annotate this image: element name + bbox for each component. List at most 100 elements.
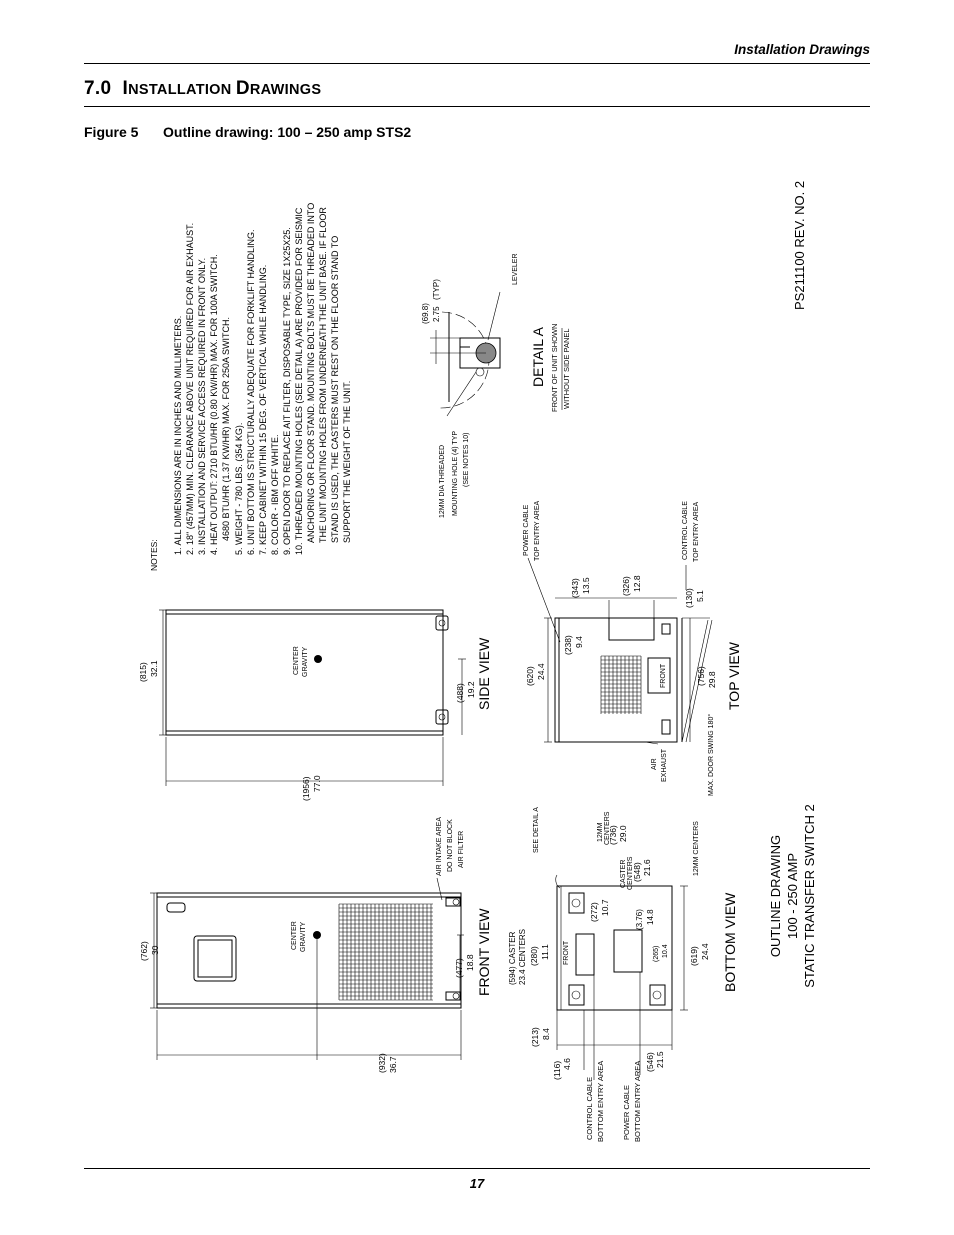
side-view-cabinet	[165, 609, 444, 736]
dim-4-6: 4.6	[562, 1058, 572, 1070]
control-cable-top-1: CONTROL CABLE	[682, 501, 689, 560]
bottom-caster-2	[568, 984, 585, 1006]
power-cable-bottom-1: POWER CABLE	[622, 1085, 631, 1140]
section-number: 7.0	[84, 78, 112, 99]
dim-12-8: 12.8	[632, 575, 642, 592]
power-cable-bottom-2: BOTTOM ENTRY AREA	[633, 1061, 642, 1142]
title-block-line-2: 100 - 250 AMP	[785, 853, 800, 939]
note-line: 3. INSTALLATION AND SERVICE ACCESS REQUI…	[197, 258, 207, 555]
note-line: THE UNIT MOUNTING HOLES FROM UNDERNEATH …	[318, 207, 328, 543]
note-line: 4680 BTU/HR (1.37 KW/HR) MAX. FOR 250A S…	[221, 317, 231, 541]
note-line: 4. HEAT OUTPUT: 2710 BTU/HR (0.80 KW/HR)…	[209, 254, 219, 555]
side-view	[159, 609, 466, 786]
side-view-center-of-gravity	[314, 655, 322, 663]
front-view	[150, 892, 464, 1060]
bottom-view-outline	[556, 885, 673, 1011]
air-intake-label-3: AIR FILTER	[458, 831, 465, 868]
detail-a-label: DETAIL A	[530, 326, 546, 387]
air-intake-label-2: DO NOT BLOCK	[447, 819, 454, 872]
figure-title: Outline drawing: 100 – 250 amp STS2	[163, 124, 412, 140]
dim-130: (130)	[684, 588, 694, 608]
front-view-handle	[166, 902, 186, 913]
leveler-label: LEVELER	[512, 253, 519, 285]
note-line: 8. COLOR - IBM OFF WHITE.	[270, 434, 280, 555]
note-line: 6. UNIT BOTTOM IS STRUCTURALLY ADEQUATE …	[246, 229, 256, 555]
top-front-panel	[647, 657, 671, 694]
dim-238: (238)	[563, 635, 573, 655]
title-block-line-1: OUTLINE DRAWING	[768, 835, 783, 957]
dim-13-5: 13.5	[581, 577, 591, 594]
dim-343: (343)	[570, 578, 580, 598]
page-number: 17	[469, 1176, 485, 1191]
bottom-view	[555, 874, 688, 1080]
dim-30: 30	[150, 945, 160, 955]
note-line: ANCHORING OR FLOOR STAND. MOUNTING BOLTS…	[306, 203, 316, 543]
dim-9-4: 9.4	[574, 636, 584, 648]
bottom-power-cable-area	[613, 929, 643, 973]
detail-a	[430, 291, 501, 417]
detail-a-sub-2: WITHOUT SIDE PANEL	[562, 328, 571, 409]
note-line: 5. WEIGHT - 780 LBS. (354 KG).	[234, 423, 244, 555]
dim-5-1: 5.1	[695, 590, 705, 602]
dim-69-8: (69.8)	[421, 303, 430, 324]
bottom-caster-1	[568, 892, 585, 914]
top-view	[544, 597, 713, 743]
bottom-front-label: FRONT	[563, 940, 570, 965]
detail-typ: (TYP)	[432, 279, 441, 300]
side-cg-label-2: GRAVITY	[302, 646, 309, 677]
caster-centers-594: (594) CASTER	[508, 931, 517, 985]
side-cg-label-1: CENTER	[293, 646, 300, 675]
front-cg-label-2: GRAVITY	[300, 921, 307, 952]
dim-2-75: 2.75	[432, 306, 441, 322]
header-rule	[84, 63, 870, 64]
dim-29-0: 29.0	[618, 825, 628, 842]
bottom-caster-3	[649, 984, 666, 1006]
control-cable-top-2: TOP ENTRY AREA	[693, 501, 700, 562]
figure-number: Figure 5	[84, 124, 139, 140]
note-line: 9. OPEN DOOR TO REPLACE AIT FILTER, DISP…	[282, 227, 292, 555]
notes-block: NOTES: 1. ALL DIMENSIONS ARE IN INCHES A…	[149, 203, 352, 571]
dim-24-4: 24.4	[536, 663, 546, 680]
dim-10-4: 10.4	[662, 944, 669, 958]
side-view-label: SIDE VIEW	[476, 637, 492, 710]
dim-18-8: 18.8	[465, 954, 475, 971]
dim-620: (620)	[525, 666, 535, 686]
front-view-display	[193, 935, 237, 982]
dim-326: (326)	[621, 576, 631, 596]
front-cg-label-1: CENTER	[291, 921, 298, 950]
bottom-12mm-centers: 12MM CENTERS	[693, 821, 700, 876]
caster-1	[445, 897, 461, 907]
dim-736: (736)	[608, 825, 618, 845]
control-cable-bottom-1: CONTROL CABLE	[585, 1077, 594, 1140]
section-title-cap2: D	[235, 78, 250, 99]
front-view-label: FRONT VIEW	[476, 908, 492, 996]
note-line: 2. 18" (457MM) MIN. CLEARANCE ABOVE UNIT…	[185, 223, 195, 555]
top-view-exhaust-grille	[600, 655, 642, 714]
mounting-hole-label-1: 12MM DIA THREADED	[439, 445, 446, 518]
air-exhaust-label-2: EXHAUST	[661, 748, 668, 782]
dim-756: (756)	[696, 666, 706, 686]
section-title-part1: NSTALLATION	[128, 82, 236, 98]
door-swing-label: MAX. DOOR SWING 180°	[707, 714, 715, 796]
detail-a-sub-1: FRONT OF UNIT SHOWN	[550, 324, 559, 412]
dim-762: (762)	[139, 941, 149, 961]
figure-caption: Figure 5 Outline drawing: 100 – 250 amp S…	[84, 124, 411, 140]
dim-815: (815)	[138, 662, 148, 682]
bottom-control-cable-area	[575, 933, 595, 976]
dim-8-4: 8.4	[541, 1028, 551, 1040]
running-header: Installation Drawings	[734, 42, 870, 57]
dim-280: (280)	[529, 946, 539, 966]
air-exhaust-label-1: AIR	[651, 758, 658, 770]
dim-3-76: (3.76)	[635, 909, 644, 930]
note-line: 10. THREADED MOUNTING HOLES (SEE DETAIL …	[294, 207, 304, 555]
dim-21-6: 21.6	[642, 859, 652, 876]
dim-14-8: 14.8	[646, 909, 655, 925]
dim-932: (932)	[377, 1053, 387, 1073]
top-control-cable-area	[608, 617, 655, 641]
bottom-centers-label: CENTERS	[604, 811, 611, 845]
dim-213: (213)	[530, 1027, 540, 1047]
section-title-cap1: I	[122, 78, 129, 99]
caster-centers-label: CENTERS	[627, 856, 634, 890]
top-front-label: FRONT	[660, 663, 667, 688]
